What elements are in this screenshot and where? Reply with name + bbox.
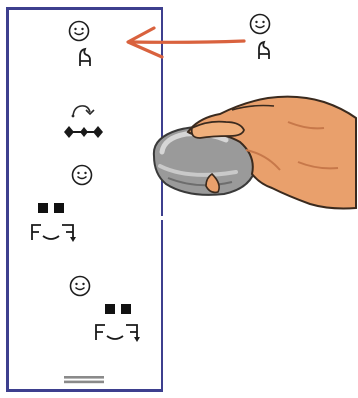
diamond-row [63,124,105,140]
left-arrow-icon [120,22,250,60]
bracket-mouth-left [29,222,77,244]
curve-arrow-icon [68,103,98,119]
bottom-bar [63,375,105,385]
square-eyes-icon [104,303,134,315]
face-top-right [249,13,271,35]
flame-icon [256,39,272,61]
square-eyes-icon [37,202,67,214]
flame-top-left [77,46,93,68]
double-bar-icon [63,375,105,385]
bracket-mouth-icon [93,322,141,344]
square-eyes-left [37,202,67,214]
bracket-mouth-icon [29,222,77,244]
bracket-mouth-right [93,322,141,344]
face-middle [71,164,93,186]
flame-top-right [256,39,272,61]
smiley-face-icon [69,275,91,297]
flame-icon [77,46,93,68]
face-top-left [68,20,90,42]
smiley-face-icon [68,20,90,42]
square-eyes-right [104,303,134,315]
smiley-face-icon [71,164,93,186]
hand-on-mouse-icon [148,92,358,222]
smiley-face-icon [249,13,271,35]
diamond-row-icon [63,124,105,140]
small-curve-symbol [68,103,98,119]
face-lower [69,275,91,297]
